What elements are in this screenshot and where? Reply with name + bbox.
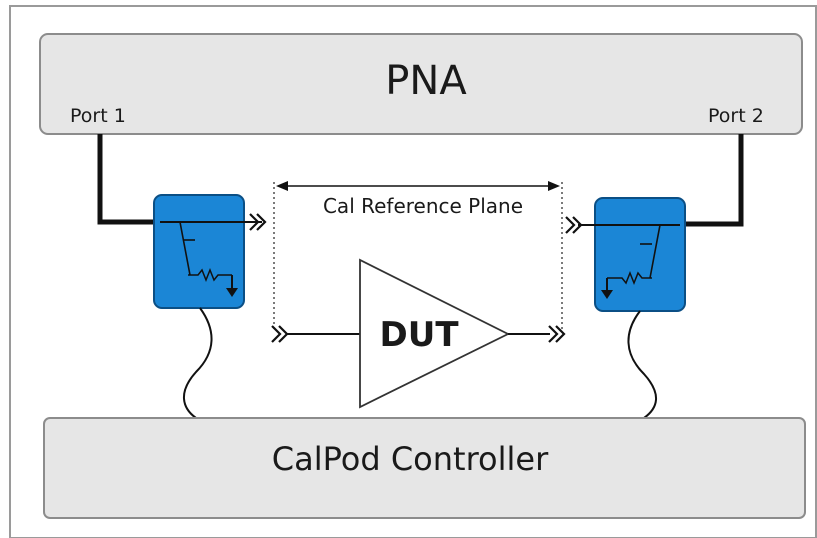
dut-amplifier-triangle [359, 258, 511, 409]
connector-chevron-left-pod [249, 213, 267, 231]
port2-label: Port 2 [708, 105, 764, 127]
calpod-controller-label: CalPod Controller [272, 440, 549, 478]
pna-box [39, 33, 803, 135]
connector-chevron-right-pod [565, 216, 583, 234]
calpod-module-right [578, 197, 686, 312]
reference-plane-label: Cal Reference Plane [323, 194, 523, 218]
control-cable-left [183, 307, 213, 419]
control-cable-right [627, 310, 657, 419]
port1-cable [97, 134, 160, 225]
calpod-module-left [153, 194, 262, 309]
port2-cable [680, 134, 744, 227]
calpod-controller-box [43, 417, 806, 519]
pna-label: PNA [385, 58, 467, 104]
port1-label: Port 1 [70, 105, 126, 127]
reference-plane-arrow [276, 181, 560, 191]
dut-label: DUT [379, 315, 459, 355]
dut-output-chevron [548, 325, 566, 343]
